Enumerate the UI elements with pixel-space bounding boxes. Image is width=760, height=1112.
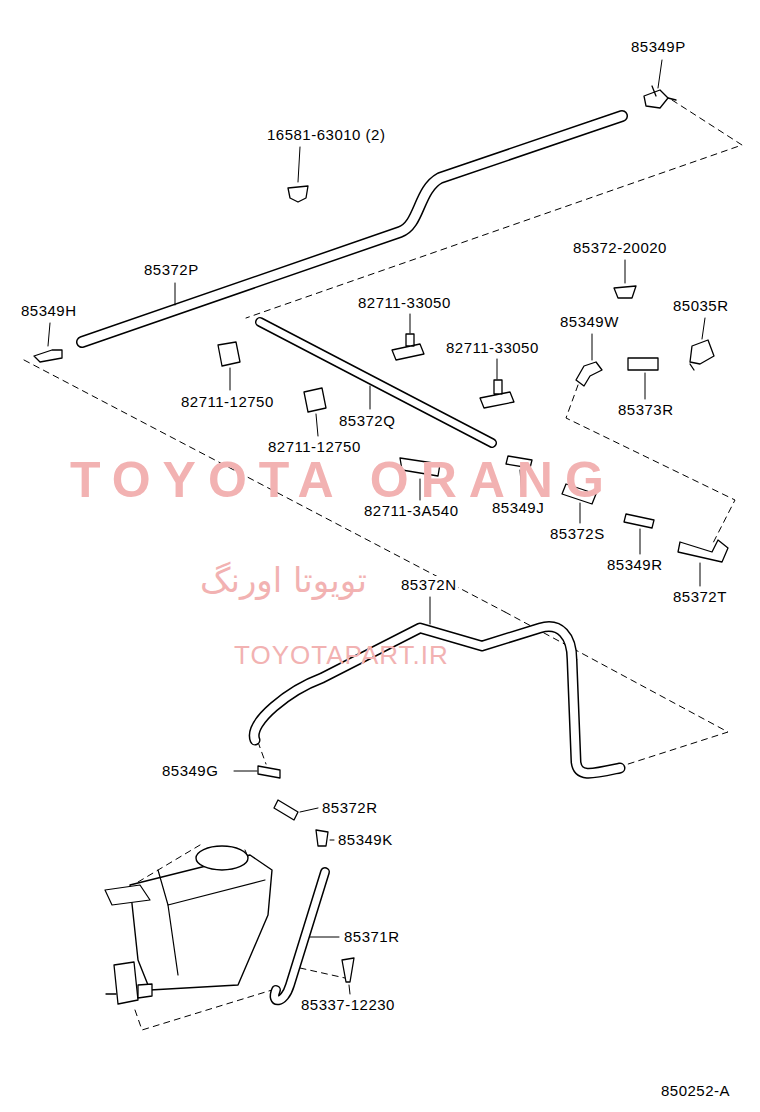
part-label: 85372P	[143, 261, 200, 279]
part-label: 85035R	[672, 297, 730, 315]
part-label: 85372N	[400, 576, 458, 594]
figure-number: 850252-A	[660, 1082, 731, 1100]
part-label: 85349G	[161, 762, 219, 780]
part-label: 85372S	[549, 525, 606, 543]
part-label: 85372R	[321, 799, 379, 817]
part-label: 85349R	[606, 556, 664, 574]
part-label: 82711-33050	[357, 294, 452, 312]
part-label: 85372T	[672, 588, 728, 606]
part-label: 85372Q	[338, 412, 396, 430]
part-label: 85349W	[559, 313, 620, 331]
watermark: TOYOTAPART.IR	[234, 640, 449, 671]
part-label: 16581-63010 (2)	[266, 126, 386, 144]
watermark: تویوتا اورنگ	[200, 560, 367, 601]
part-label: 82711-12750	[180, 393, 275, 411]
part-label: 85349H	[20, 302, 78, 320]
part-label: 85337-12230	[300, 996, 396, 1014]
part-label: 85371R	[343, 928, 401, 946]
part-label: 82711-3A540	[363, 502, 459, 520]
part-label: 85373R	[617, 401, 675, 419]
part-label: 85349K	[337, 831, 394, 849]
part-label: 85349J	[491, 499, 545, 517]
part-label: 85349P	[630, 38, 687, 56]
part-label: 85372-20020	[572, 239, 668, 257]
part-label: 82711-33050	[445, 339, 540, 357]
